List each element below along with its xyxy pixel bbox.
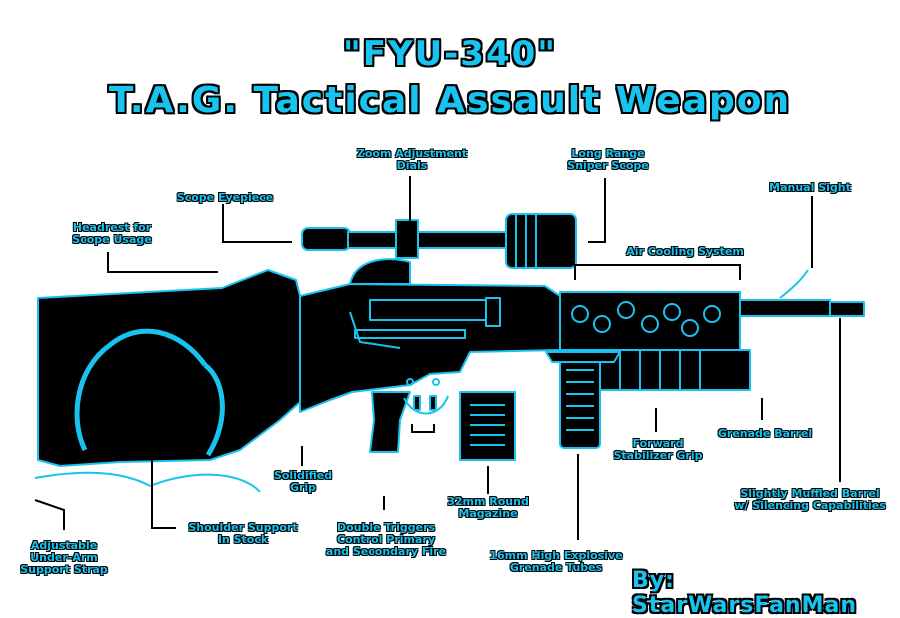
leader-strap — [34, 499, 65, 530]
title-weapon-name: T.A.G. Tactical Assault Weapon — [108, 80, 792, 121]
stock-loop — [74, 328, 225, 457]
grenade-barrel — [599, 349, 751, 391]
trigger-2 — [429, 395, 437, 411]
label-zoom-dials: Zoom Adjustment Dials — [356, 147, 468, 172]
scope-rings — [515, 214, 537, 268]
label-shoulder-support: Shoulder Support In Stock — [188, 521, 298, 546]
trigger-pin-1 — [406, 378, 414, 386]
cooling-holes — [571, 301, 721, 337]
label-forward-grip: Forward Stabilizer Grip — [613, 437, 703, 462]
label-muffled-barrel: Slightly Muffled Barrel w/ Silencing Cap… — [734, 487, 886, 512]
manual-sight — [779, 269, 809, 299]
scope-mount — [349, 258, 411, 285]
trigger-1 — [413, 395, 421, 411]
muzzle — [829, 301, 865, 317]
title-model: "FYU-340" — [343, 34, 557, 74]
label-grenade-barrel: Grenade Barrel — [717, 427, 813, 440]
label-solidified-grip: Solidified Grip — [273, 469, 333, 494]
grenade-tubes-ribs — [566, 369, 594, 431]
label-manual-sight: Manual Sight — [769, 181, 851, 194]
label-sniper-scope: Long Range Sniper Scope — [567, 147, 649, 172]
receiver — [299, 283, 561, 413]
weapon-diagram: "FYU-340" T.A.G. Tactical Assault Weapon — [20, 34, 886, 618]
label-grenade-tubes: 16mm High Explosive Grenade Tubes — [489, 549, 623, 574]
grenade-barrel-ribs — [619, 350, 701, 390]
stock — [37, 269, 341, 467]
receiver-line — [349, 311, 401, 349]
leader-sniper — [588, 178, 606, 243]
main-barrel — [739, 299, 831, 317]
leader-eyepiece — [222, 204, 292, 243]
label-double-triggers: Double Triggers Control Primary and Seco… — [325, 521, 447, 558]
pistol-grip — [369, 391, 411, 453]
magazine-ribs — [470, 404, 505, 446]
scope-tube — [347, 231, 509, 249]
label-scope-eyepiece: Scope Eyepiece — [176, 191, 274, 204]
label-headrest: Headrest for Scope Usage — [72, 221, 152, 246]
leader-headrest — [107, 252, 218, 273]
label-magazine: 32mm Round Magazine — [447, 495, 529, 520]
label-air-cooling: Air Cooling System — [626, 245, 744, 258]
strap — [34, 471, 261, 493]
scope-eyepiece — [301, 227, 351, 251]
trigger-guard — [403, 395, 449, 415]
bolt — [485, 297, 501, 327]
forward-grip-mount — [545, 351, 621, 363]
scope-objective — [505, 213, 577, 269]
weapon-drawing — [34, 176, 865, 540]
trigger-pin-2 — [432, 378, 440, 386]
leader-triggers — [383, 424, 435, 510]
author-credit: By: StarWarsFanMan — [632, 568, 857, 618]
grenade-tubes — [559, 359, 601, 449]
label-support-strap: Adjustable Under-Arm Support Strap — [20, 539, 108, 576]
receiver-slot — [354, 329, 466, 339]
zoom-dial — [395, 219, 419, 259]
leader-shoulder — [106, 397, 196, 529]
leader-air-cooling — [574, 264, 741, 280]
